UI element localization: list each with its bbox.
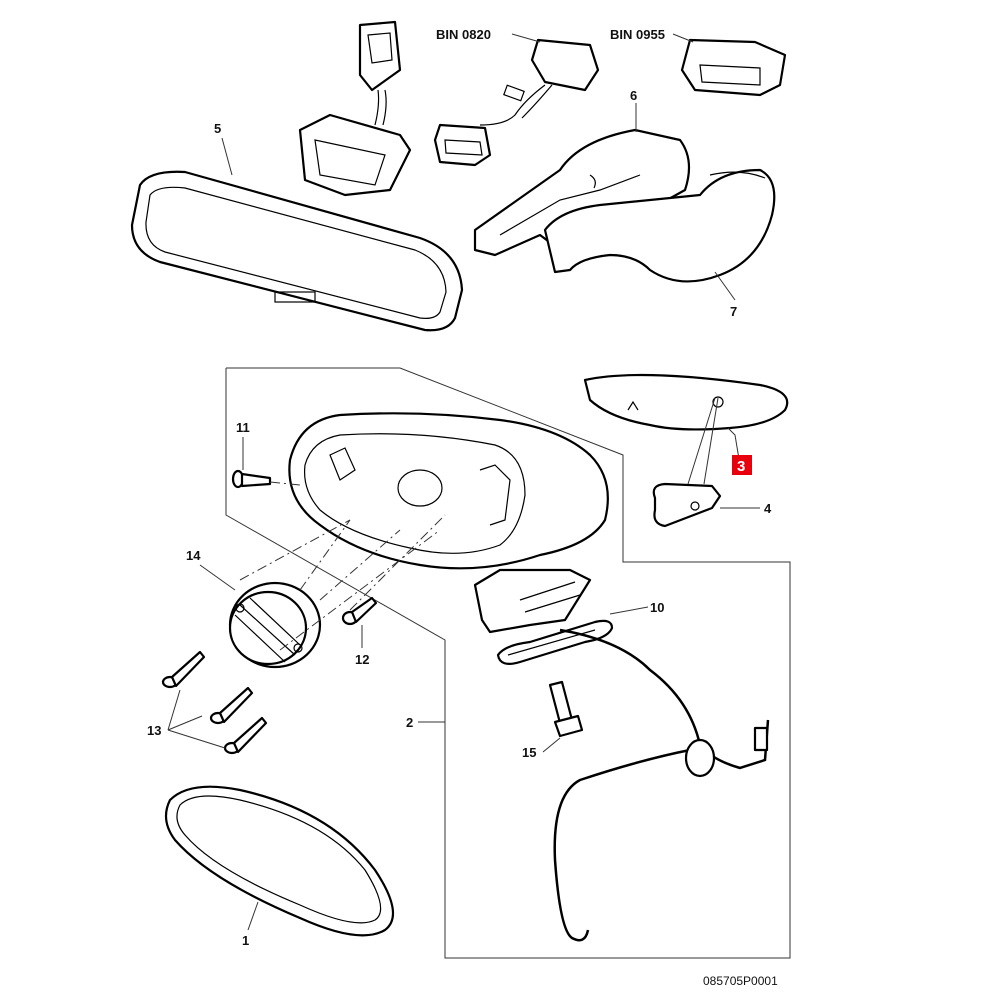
part-12-screw[interactable] [341, 596, 378, 626]
label-part-14: 14 [186, 548, 201, 563]
part-15-screw[interactable] [548, 680, 584, 738]
part-7-cover[interactable] [543, 168, 776, 283]
part-4-bulb[interactable] [652, 482, 722, 528]
part-5-interior-mirror[interactable] [130, 20, 464, 332]
label-part-13: 13 [147, 723, 161, 738]
label-bin-0955: BIN 0955 [610, 27, 665, 42]
label-part-2: 2 [406, 715, 413, 730]
label-bin-0820: BIN 0820 [436, 27, 491, 42]
part-1-mirror-glass[interactable] [164, 785, 395, 937]
label-part-3[interactable]: 3 [737, 458, 745, 475]
part-11-screw[interactable] [231, 469, 272, 489]
label-part-4: 4 [764, 501, 772, 516]
part-14-motor[interactable] [228, 581, 322, 669]
connector-harness-bin-0820[interactable] [433, 38, 600, 167]
part-3-lamp-lens[interactable] [583, 373, 789, 431]
label-part-12: 12 [355, 652, 369, 667]
label-part-7: 7 [730, 304, 737, 319]
assembly-outline [225, 367, 791, 959]
part-13-screws[interactable] [161, 650, 268, 755]
drawing-code: 085705P0001 [703, 974, 778, 988]
label-part-6: 6 [630, 88, 637, 103]
label-part-10: 10 [650, 600, 664, 615]
label-part-5: 5 [214, 121, 221, 136]
module-bin-0955[interactable] [680, 38, 787, 97]
label-part-15: 15 [522, 745, 536, 760]
part-2-mirror-housing[interactable] [288, 412, 609, 634]
label-part-1: 1 [242, 933, 249, 948]
highlight-badge-part-3 [732, 455, 752, 475]
label-part-11: 11 [236, 420, 250, 435]
wiring-harness[interactable] [553, 628, 770, 942]
